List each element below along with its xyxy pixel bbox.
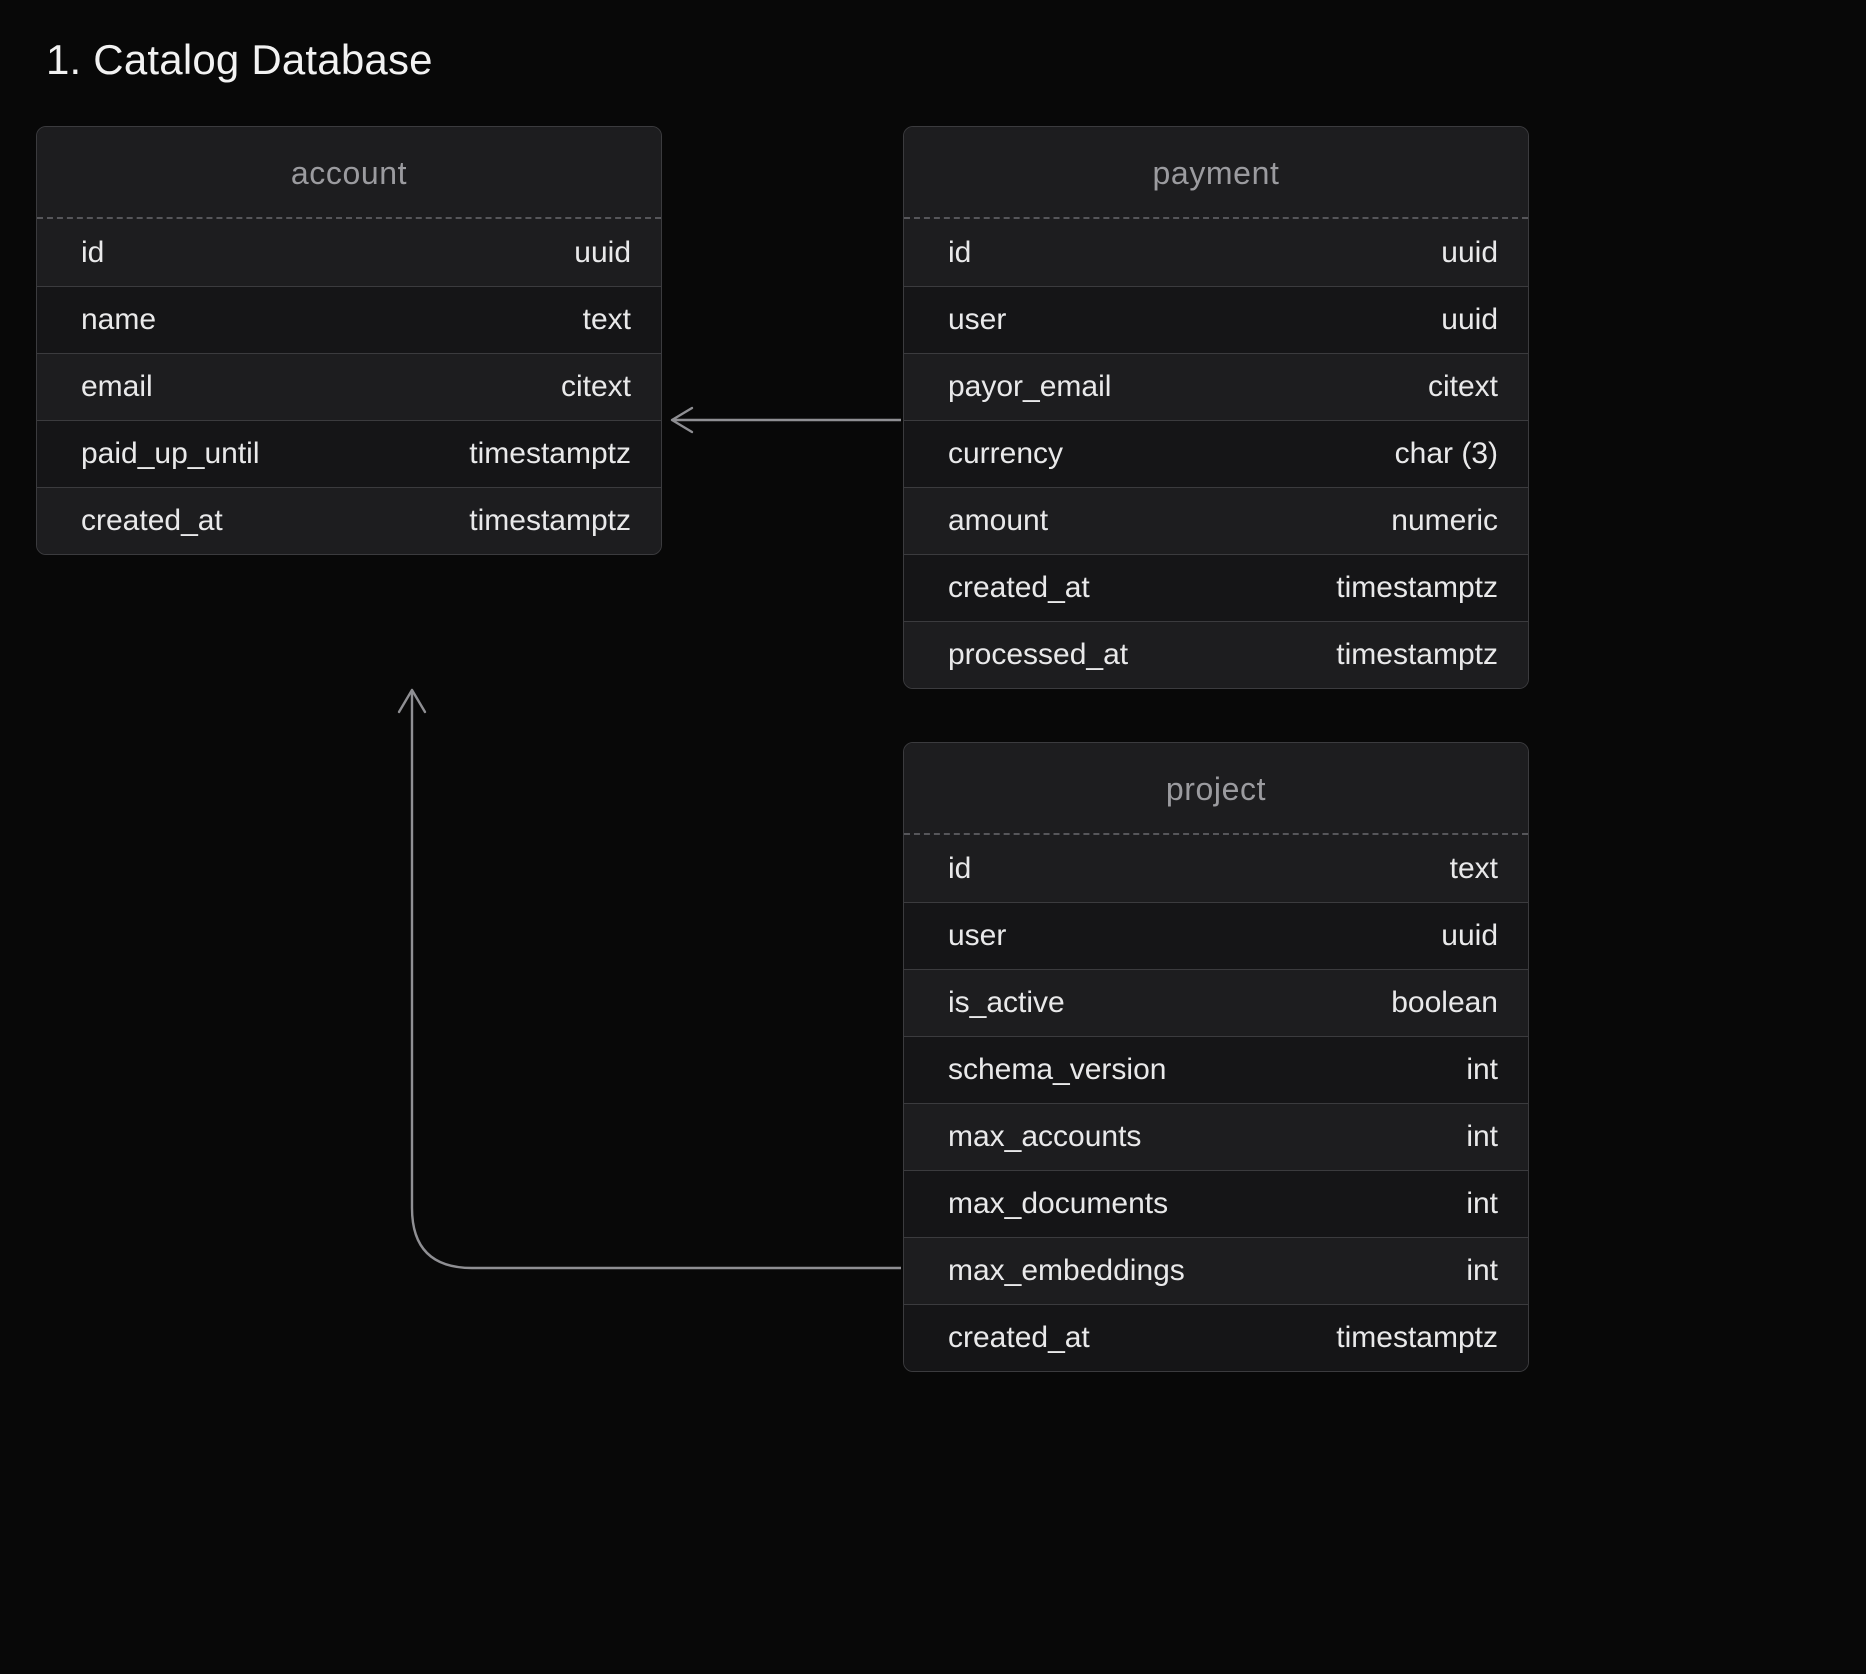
column-type: timestamptz — [1336, 1321, 1498, 1355]
table-row[interactable]: user uuid — [904, 286, 1528, 353]
table-row[interactable]: user uuid — [904, 902, 1528, 969]
column-name: user — [948, 303, 1006, 337]
column-name: created_at — [948, 1321, 1090, 1355]
column-name: is_active — [948, 986, 1065, 1020]
column-type: int — [1466, 1187, 1498, 1221]
table-row[interactable]: id uuid — [37, 219, 661, 286]
column-list-project: id text user uuid is_active boolean sche… — [904, 835, 1528, 1371]
column-type: timestamptz — [1336, 571, 1498, 605]
column-type: boolean — [1391, 986, 1498, 1020]
table-row[interactable]: created_at timestamptz — [904, 1304, 1528, 1371]
column-name: id — [948, 852, 971, 886]
table-row[interactable]: paid_up_until timestamptz — [37, 420, 661, 487]
column-name: name — [81, 303, 156, 337]
column-name: paid_up_until — [81, 437, 260, 471]
column-name: amount — [948, 504, 1048, 538]
table-row[interactable]: created_at timestamptz — [37, 487, 661, 554]
table-row[interactable]: name text — [37, 286, 661, 353]
column-type: text — [1450, 852, 1498, 886]
table-row[interactable]: created_at timestamptz — [904, 554, 1528, 621]
table-row[interactable]: schema_version int — [904, 1036, 1528, 1103]
table-name-account: account — [291, 155, 407, 192]
column-type: char (3) — [1395, 437, 1498, 471]
page-title: 1. Catalog Database — [46, 36, 433, 84]
table-row[interactable]: email citext — [37, 353, 661, 420]
column-type: numeric — [1391, 504, 1498, 538]
table-row[interactable]: amount numeric — [904, 487, 1528, 554]
table-row[interactable]: currency char (3) — [904, 420, 1528, 487]
table-name-payment: payment — [1153, 155, 1280, 192]
table-header-account: account — [37, 127, 661, 219]
column-list-payment: id uuid user uuid payor_email citext cur… — [904, 219, 1528, 688]
column-name: max_documents — [948, 1187, 1168, 1221]
column-type: uuid — [1441, 236, 1498, 270]
table-name-project: project — [1166, 771, 1266, 808]
column-name: currency — [948, 437, 1063, 471]
table-header-payment: payment — [904, 127, 1528, 219]
column-type: timestamptz — [1336, 638, 1498, 672]
column-name: id — [948, 236, 971, 270]
column-name: processed_at — [948, 638, 1128, 672]
table-row[interactable]: id text — [904, 835, 1528, 902]
connector-project-to-account — [399, 690, 901, 1268]
column-name: created_at — [948, 571, 1090, 605]
column-type: citext — [561, 370, 631, 404]
column-type: uuid — [574, 236, 631, 270]
table-row[interactable]: max_embeddings int — [904, 1237, 1528, 1304]
column-name: email — [81, 370, 153, 404]
table-card-payment[interactable]: payment id uuid user uuid payor_email ci… — [903, 126, 1529, 689]
table-row[interactable]: payor_email citext — [904, 353, 1528, 420]
column-name: schema_version — [948, 1053, 1166, 1087]
column-type: int — [1466, 1053, 1498, 1087]
table-row[interactable]: max_documents int — [904, 1170, 1528, 1237]
header-divider — [37, 217, 661, 219]
column-type: text — [583, 303, 631, 337]
header-divider — [904, 833, 1528, 835]
column-type: timestamptz — [469, 504, 631, 538]
table-row[interactable]: is_active boolean — [904, 969, 1528, 1036]
column-type: uuid — [1441, 919, 1498, 953]
column-name: payor_email — [948, 370, 1111, 404]
table-row[interactable]: max_accounts int — [904, 1103, 1528, 1170]
column-type: int — [1466, 1120, 1498, 1154]
column-name: created_at — [81, 504, 223, 538]
column-type: citext — [1428, 370, 1498, 404]
table-row[interactable]: id uuid — [904, 219, 1528, 286]
table-header-project: project — [904, 743, 1528, 835]
column-name: max_accounts — [948, 1120, 1141, 1154]
column-name: max_embeddings — [948, 1254, 1185, 1288]
column-name: id — [81, 236, 104, 270]
column-type: int — [1466, 1254, 1498, 1288]
table-row[interactable]: processed_at timestamptz — [904, 621, 1528, 688]
column-name: user — [948, 919, 1006, 953]
column-type: timestamptz — [469, 437, 631, 471]
connector-payment-to-account — [672, 408, 901, 432]
table-card-project[interactable]: project id text user uuid is_active bool… — [903, 742, 1529, 1372]
column-type: uuid — [1441, 303, 1498, 337]
table-card-account[interactable]: account id uuid name text email citext p… — [36, 126, 662, 555]
column-list-account: id uuid name text email citext paid_up_u… — [37, 219, 661, 554]
header-divider — [904, 217, 1528, 219]
